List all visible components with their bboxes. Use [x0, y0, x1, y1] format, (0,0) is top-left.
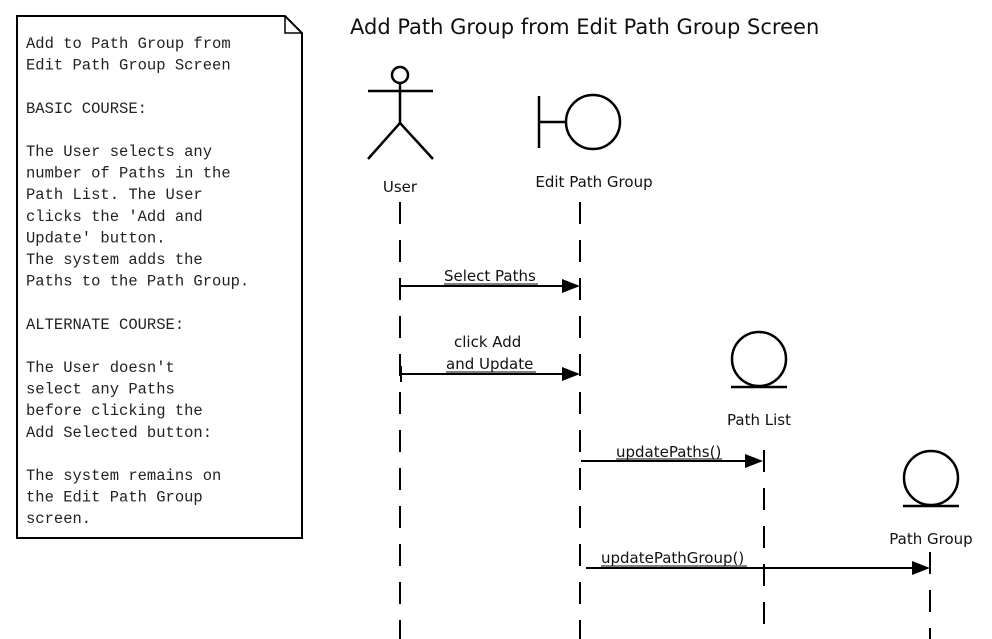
note-line: BASIC COURSE: [26, 100, 147, 118]
diagram-title: Add Path Group from Edit Path Group Scre… [350, 15, 819, 39]
note-line: before clicking the [26, 402, 203, 420]
message-select-paths: Select Paths [401, 267, 580, 293]
note-line: Add Selected button: [26, 424, 212, 442]
message-select-paths-label: Select Paths [444, 267, 536, 285]
boundary-edit-path-group-icon [537, 93, 622, 151]
actor-user-icon [367, 65, 434, 160]
note-line: clicks the 'Add and [26, 208, 203, 226]
message-click-add-label-line1: click Add [454, 333, 521, 351]
note-line: the Edit Path Group [26, 489, 203, 507]
note-line: Update' button. [26, 229, 166, 247]
note-line: ALTERNATE COURSE: [26, 316, 184, 334]
note-line: Edit Path Group Screen [26, 57, 231, 75]
note-line: Add to Path Group from [26, 35, 231, 53]
note-line: Path List. The User [26, 186, 203, 204]
note-line: The system remains on [26, 467, 221, 485]
note-line: The User selects any [26, 143, 212, 161]
note-line: select any Paths [26, 381, 175, 399]
entity-path-group-icon [902, 449, 960, 508]
note-line: number of Paths in the [26, 165, 231, 183]
message-update-paths-label: updatePaths() [616, 443, 721, 461]
participant-user-label: User [383, 178, 418, 196]
note-line: screen. [26, 510, 91, 528]
note-line: Paths to the Path Group. [26, 273, 249, 291]
message-click-add-label-line2: and Update [446, 355, 533, 373]
message-update-paths: updatePaths() [581, 443, 763, 468]
entity-path-list-icon [730, 330, 788, 389]
message-click-add-and-update: click Add and Update [400, 333, 580, 382]
message-update-path-group-label: updatePathGroup() [601, 549, 744, 567]
participant-edit-path-group-label: Edit Path Group [535, 173, 652, 191]
message-update-path-group: updatePathGroup() [586, 549, 930, 575]
participant-path-list-label: Path List [727, 411, 791, 429]
participant-path-group-label: Path Group [889, 530, 972, 548]
note-line: The User doesn't [26, 359, 175, 377]
note-line: The system adds the [26, 251, 203, 269]
